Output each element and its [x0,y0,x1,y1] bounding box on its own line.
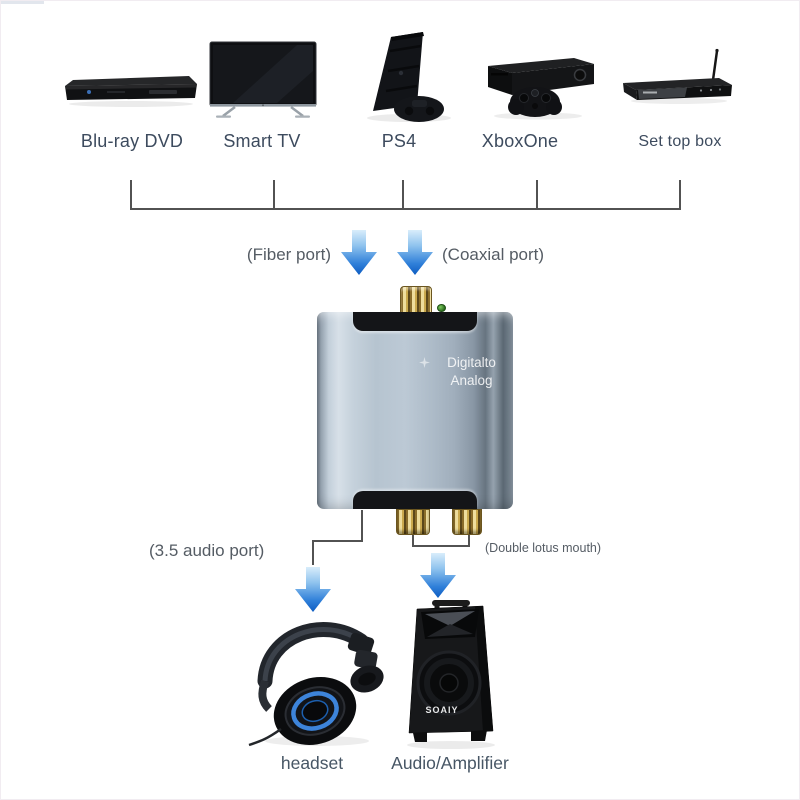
rca-connector-right [452,509,482,535]
top-left-edge-artifact [1,1,44,4]
converter-brand-line1: Digitalto [447,355,496,370]
converter-brand: Digitalto Analog [419,354,509,390]
fiber-arrow-icon [341,230,377,275]
headset-image [248,621,384,747]
sparkle-icon [419,357,430,368]
dac-converter-body: Digitalto Analog [317,312,513,509]
smart-tv-image [209,41,317,118]
converter-brand-line2: Analog [450,373,493,389]
audio35-port-label: (3.5 audio port) [149,541,265,560]
fiber-port-label: (Fiber port) [246,245,331,264]
converter-bottom-inset [353,491,477,509]
converter-top-inset [353,312,477,331]
ps4-console-image [367,32,451,122]
bluray-player-image [65,76,197,107]
xbox-one-console-image [488,58,594,120]
bluray-label: Blu-ray DVD [80,131,184,151]
power-led [437,304,446,312]
coaxial-arrow-icon [397,230,433,275]
headset-label: headset [280,753,344,773]
set-top-box-image [623,48,732,104]
amplifier-label: Audio/Amplifier [391,753,509,773]
audio35-elbow-line [312,510,363,565]
coaxial-port-label: (Coaxial port) [442,245,545,264]
amplifier-arrow-icon [420,553,456,598]
coaxial-connector [400,286,432,313]
rca-connector-left [396,509,430,535]
smart-tv-label: Smart TV [223,131,301,151]
device-tick-lines [130,180,681,209]
headset-arrow-icon [295,567,331,612]
xbox-label: XboxOne [481,131,559,151]
set-top-box-label: Set top box [638,133,722,150]
lotus-port-label: (Double lotus mouth) [485,541,602,555]
ps4-label: PS4 [381,131,417,151]
speaker-brand-text: SOAIY [425,705,458,715]
speaker-image: SOAIY [407,600,495,749]
